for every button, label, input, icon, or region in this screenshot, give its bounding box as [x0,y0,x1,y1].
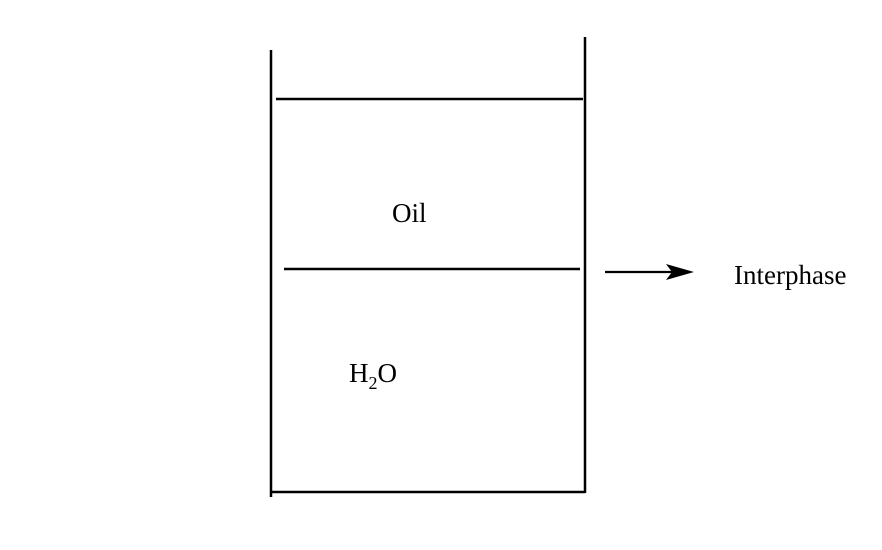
water-label-base: H [349,358,369,388]
oil-label: Oil [392,198,427,228]
water-label-suffix: O [378,358,398,388]
interphase-arrowhead [666,264,694,280]
water-label-subscript: 2 [369,373,378,393]
interphase-label: Interphase [734,260,846,290]
water-label: H2O [349,358,397,393]
